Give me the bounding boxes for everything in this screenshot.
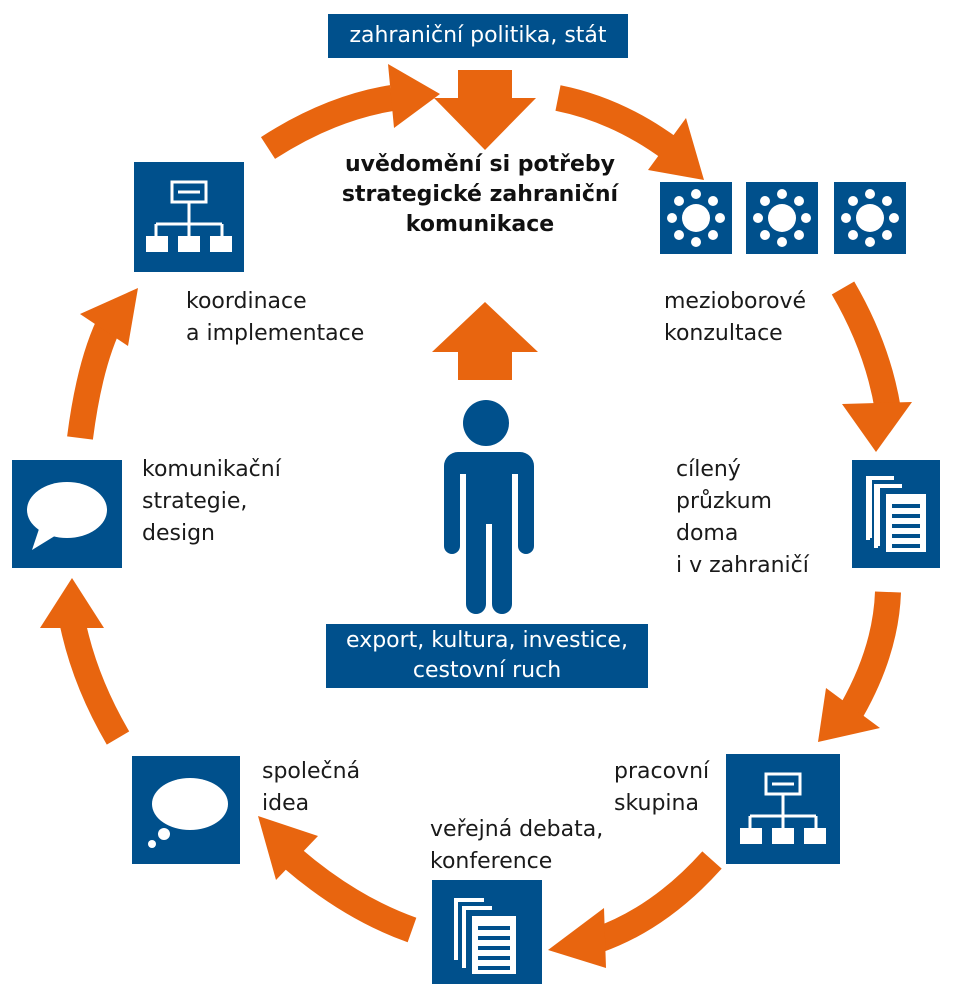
arrowhead-right-upper [842,402,912,452]
arrowhead-bottom-right [548,908,606,968]
arrowhead-bottom-left [258,816,318,880]
label-consultations: mezioborové konzultace [664,289,807,346]
org-chart-icon [726,754,840,864]
documents-icon [852,460,940,568]
arrow-bottom-right [593,851,722,953]
sun-icon [660,182,732,254]
arrow-right-upper [831,281,901,413]
center-title: uvědomění si potřeby strategické zahrani… [341,152,619,237]
arrow-left-upper [67,311,124,440]
thought-bubble-icon [132,756,240,864]
arrow-top-left [260,85,395,159]
documents-icon [432,880,542,984]
sun-icon [834,182,906,254]
arrow-left-lower [59,617,130,745]
arrowhead-right-lower [818,688,880,742]
speech-bubble-icon [12,460,122,568]
label-public-debate: veřejná debata, konference [430,817,604,874]
arrow-right-lower [840,591,901,717]
label-working-group: pracovní skupina [614,759,710,816]
label-shared-idea: společná idea [262,759,361,816]
bottom-box: export, kultura, investice, cestovní ruc… [326,624,648,688]
arrowhead-left-lower [40,578,104,628]
arrow-top-right [555,85,680,161]
arrow-bottom-left [283,848,417,943]
org-chart-icon [134,162,244,272]
arrowhead-top-right [648,118,704,180]
down-arrow [434,70,536,150]
arrowhead-left-upper [80,288,138,346]
label-communication-strategy: komunikační strategie, design [142,457,281,546]
sun-icon [746,182,818,254]
label-coordination: koordinace a implementace [186,289,365,346]
arrowhead-top-left [388,64,440,128]
top-box: zahraniční politika, stát [328,14,628,58]
label-research: cílený průzkum doma i v zahraničí [676,457,809,578]
person-icon [444,400,534,614]
up-arrow [432,302,538,380]
